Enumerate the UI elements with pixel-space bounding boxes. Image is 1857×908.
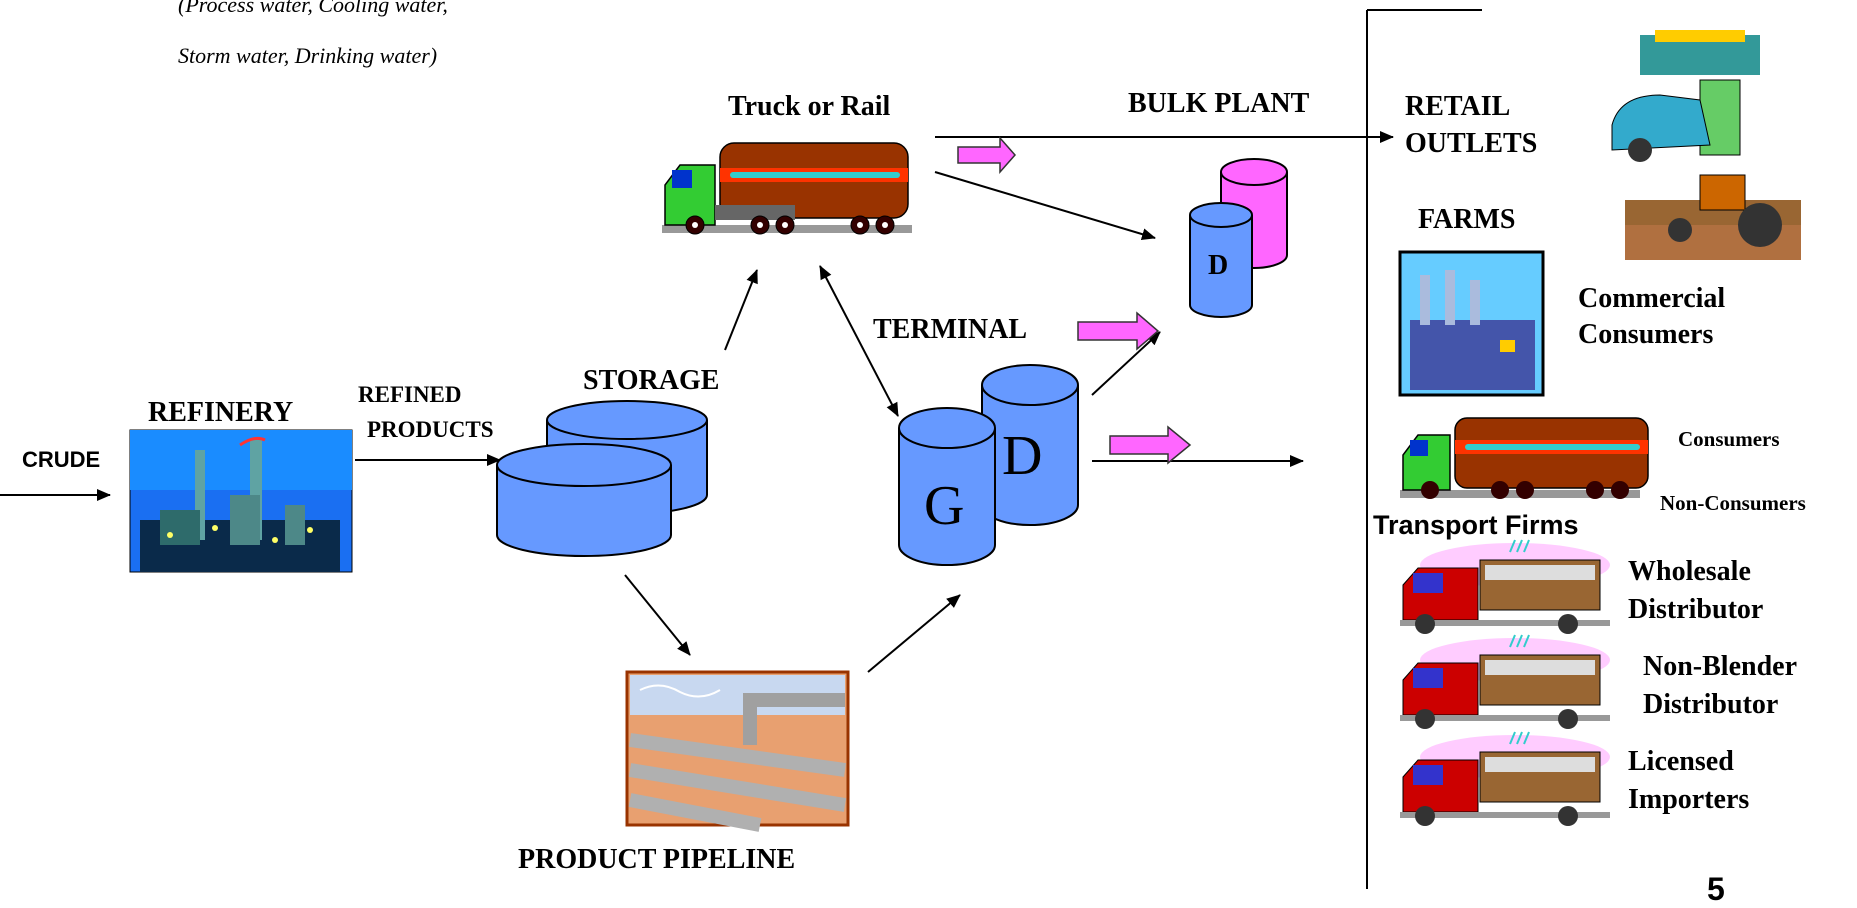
- pipeline-to-terminal-arrow: [867, 594, 961, 673]
- pink-arrow-truck: [957, 136, 1017, 174]
- water-note-line2: Storm water, Drinking water): [178, 43, 438, 68]
- wholesale-distributor-label: Distributor: [1628, 594, 1764, 625]
- water-note-line1: (Process water, Cooling water,: [178, 0, 448, 17]
- non-blender-label: Non-Blender: [1643, 651, 1797, 682]
- consumers-label: Consumers: [1678, 427, 1780, 451]
- truck-terminal-arrow: [819, 265, 899, 417]
- truck-or-rail-label: Truck or Rail: [728, 91, 891, 122]
- storage-to-pipeline-arrow: [624, 574, 691, 656]
- licensed-importers-truck-image: [1400, 731, 1610, 826]
- non-blender-distributor-label: Distributor: [1643, 689, 1779, 720]
- product-pipeline-label: PRODUCT PIPELINE: [518, 844, 796, 875]
- importers-label: Importers: [1628, 784, 1750, 815]
- non-blender-truck-image: [1400, 634, 1610, 729]
- terminal-tanks: [898, 364, 1079, 566]
- crude-label: CRUDE: [22, 447, 101, 472]
- terminal-label: TERMINAL: [873, 314, 1028, 345]
- tractor-image: [1625, 174, 1801, 260]
- transport-firms-label: Transport Firms: [1373, 510, 1579, 540]
- tank-g-label: G: [924, 475, 965, 537]
- licensed-label: Licensed: [1628, 746, 1734, 777]
- outlets-label: OUTLETS: [1405, 128, 1538, 159]
- flow-diagram: [0, 9, 1801, 889]
- storage-label: STORAGE: [583, 365, 720, 396]
- commercial-consumers-label: Consumers: [1578, 319, 1714, 350]
- page-number: 5: [1707, 871, 1725, 907]
- storage-tanks: [496, 400, 708, 557]
- wholesale-label: Wholesale: [1628, 556, 1751, 587]
- bulk-tank-d-label: D: [1208, 250, 1229, 281]
- commercial-label: Commercial: [1578, 283, 1726, 314]
- gas-station-image: [1611, 30, 1762, 165]
- retail-label: RETAIL: [1405, 91, 1511, 122]
- farms-label: FARMS: [1418, 204, 1516, 235]
- products-label: PRODUCTS: [367, 417, 494, 442]
- wholesale-truck-image: [1400, 539, 1610, 634]
- storage-to-truck-arrow: [724, 269, 758, 351]
- factory-image: [1398, 250, 1545, 397]
- bulk-plant-tanks: [1189, 158, 1288, 318]
- terminal-to-bulk-arrow: [1091, 331, 1161, 396]
- truck-to-bulk-arrow: [934, 171, 1156, 241]
- tank-d-label: D: [1002, 425, 1043, 487]
- refinery-image: [129, 429, 353, 573]
- bulk-plant-label: BULK PLANT: [1128, 88, 1310, 119]
- tanker-truck-image: [662, 142, 912, 235]
- pipeline-image: [625, 670, 850, 832]
- pink-arrow-terminal-out: [1109, 425, 1192, 465]
- refined-label: REFINED: [358, 382, 462, 407]
- consumer-truck-image: [1400, 417, 1649, 499]
- pink-arrow-terminal: [1077, 311, 1160, 351]
- non-consumers-label: Non-Consumers: [1660, 491, 1806, 515]
- refinery-label: REFINERY: [148, 397, 294, 428]
- diagram-canvas: (Process water, Cooling water, Storm wat…: [0, 0, 1806, 907]
